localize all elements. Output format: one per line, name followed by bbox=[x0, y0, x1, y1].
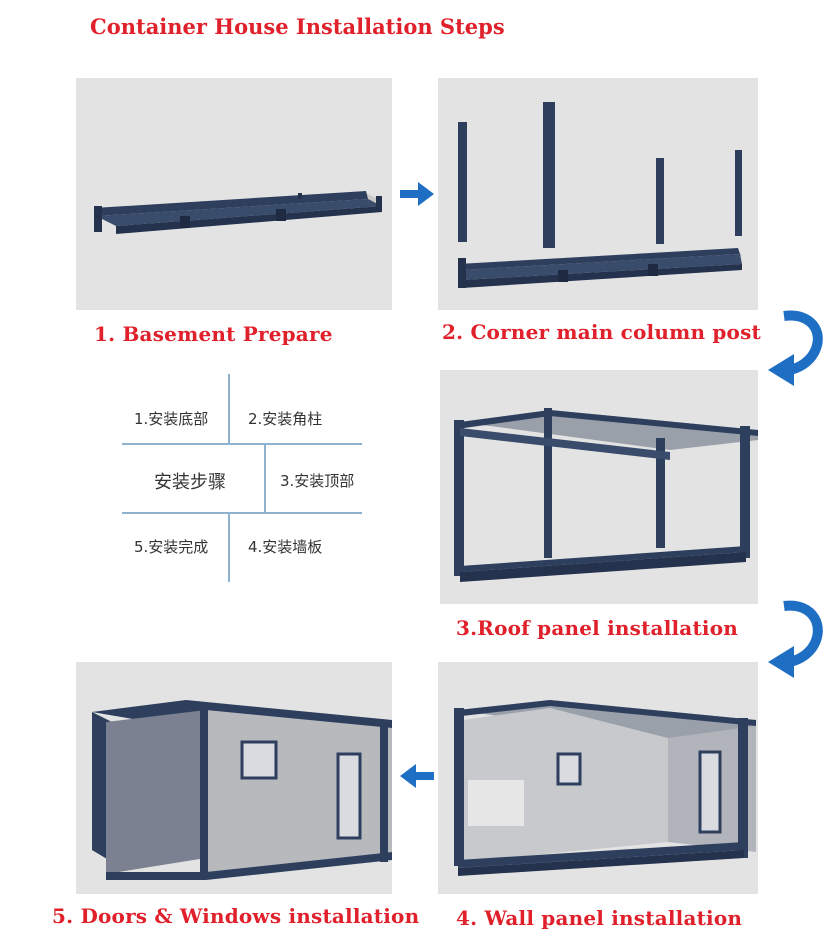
step-4-caption: 4. Wall panel installation bbox=[456, 906, 742, 930]
arrow-left-icon bbox=[400, 764, 434, 788]
basement-frame-illustration bbox=[76, 78, 392, 310]
step-3-caption: 3.Roof panel installation bbox=[456, 616, 738, 640]
chart-item-3: 3.安装顶部 bbox=[280, 470, 354, 491]
curved-arrow-down-icon bbox=[764, 306, 826, 386]
arrow-right-icon bbox=[400, 182, 434, 206]
chart-item-5: 5.安装完成 bbox=[134, 536, 208, 557]
step-2-caption: 2. Corner main column post bbox=[442, 320, 761, 344]
chart-item-1: 1.安装底部 bbox=[134, 408, 208, 429]
step-4-image bbox=[438, 662, 758, 894]
chart-item-2: 2.安装角柱 bbox=[248, 408, 322, 429]
step-1-caption: 1. Basement Prepare bbox=[94, 322, 333, 346]
step-5-image bbox=[76, 662, 392, 894]
doors-windows-illustration bbox=[76, 662, 392, 894]
step-1-image bbox=[76, 78, 392, 310]
curved-arrow-down-icon bbox=[764, 596, 826, 678]
chart-divider-bottom bbox=[228, 512, 230, 582]
chart-divider-middle bbox=[264, 443, 266, 513]
wall-panels-illustration bbox=[438, 662, 758, 894]
chart-center: 安装步骤 bbox=[154, 468, 226, 494]
roof-frame-illustration bbox=[440, 370, 758, 604]
step-3-image bbox=[440, 370, 758, 604]
step-5-caption: 5. Doors & Windows installation bbox=[52, 904, 419, 928]
chart-divider-lower bbox=[122, 512, 362, 514]
chart-item-4: 4.安装墙板 bbox=[248, 536, 322, 557]
chart-divider-top bbox=[228, 374, 230, 444]
corner-posts-illustration bbox=[438, 78, 758, 310]
chart-divider-upper bbox=[122, 443, 362, 445]
step-2-image bbox=[438, 78, 758, 310]
page-title: Container House Installation Steps bbox=[90, 14, 505, 39]
